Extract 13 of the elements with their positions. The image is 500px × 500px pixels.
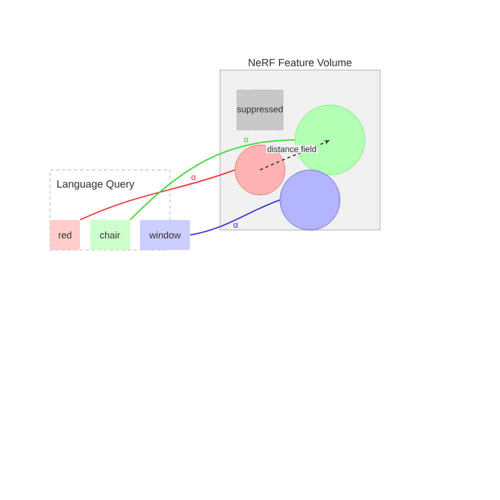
edge-label: α xyxy=(234,223,238,228)
box-title: Language Query xyxy=(57,180,134,190)
edge-label: α xyxy=(244,138,248,142)
word-chip: red xyxy=(50,220,80,250)
circle xyxy=(280,170,340,230)
node-label: NeRF Feature Volume xyxy=(248,58,352,66)
edge-label: α xyxy=(191,175,196,180)
word-chip: window xyxy=(140,220,190,250)
word-chip: chair xyxy=(90,220,130,250)
connector xyxy=(80,169,235,220)
connector xyxy=(130,139,295,220)
suppressed-box: suppressed xyxy=(236,90,284,130)
connector xyxy=(190,199,280,236)
